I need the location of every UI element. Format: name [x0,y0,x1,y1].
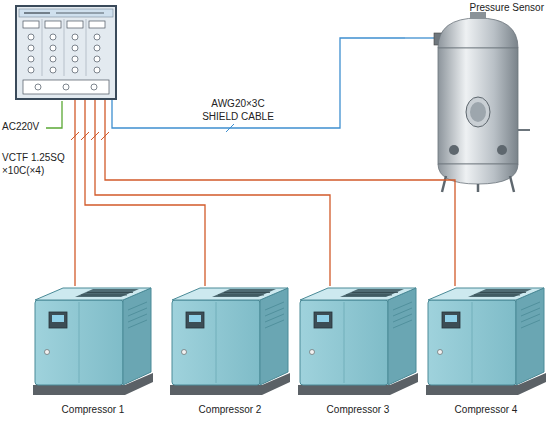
node-label: Compressor 3 [327,404,390,417]
compressor-unit: Compressor 2 [170,286,290,416]
compressor-unit: Compressor 4 [426,286,546,416]
cable [74,100,75,286]
node-label: Compressor 2 [199,404,262,417]
compressor-unit: Compressor 3 [298,286,418,416]
pressure-tank: Pressure Sensor [405,0,548,195]
cable [112,38,405,128]
cable-label: AWG20×3C SHIELD CABLE [196,98,280,123]
node-label: Compressor 4 [455,404,518,417]
power-label: AC220V [2,121,46,134]
controller-box [15,5,117,100]
cable-spec-label: VCTF 1.25SQ ×10C(×4) [2,152,66,177]
compressor-unit: Compressor 1 [33,286,153,416]
node-label: Pressure Sensor [470,2,544,15]
node-label: Compressor 1 [62,404,125,417]
